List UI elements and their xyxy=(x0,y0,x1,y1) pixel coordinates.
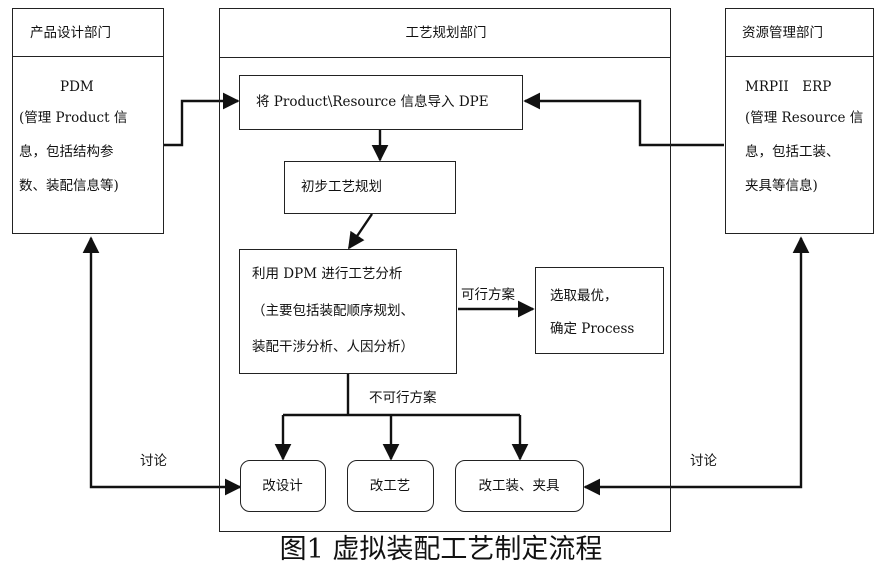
node-import-label: 将 Product\Resource 信息导入 DPE xyxy=(256,94,489,110)
left-panel-body: PDM (管理 Product 信 息，包括结构参 数、装配信息等) xyxy=(12,56,164,234)
arrow-discuss-left xyxy=(82,236,242,496)
left-panel-header: 产品设计部门 xyxy=(12,8,164,57)
center-panel-body xyxy=(219,57,671,532)
label-feasible: 可行方案 xyxy=(461,287,515,303)
arrow-discuss-right xyxy=(583,236,810,496)
pdm-desc-line1: (管理 Product 信 xyxy=(19,110,128,126)
node-analysis-line2: （主要包括装配顺序规划、 xyxy=(252,303,414,319)
node-change-tooling: 改工装、夹具 xyxy=(455,460,584,512)
node-import: 将 Product\Resource 信息导入 DPE xyxy=(239,75,523,130)
node-analysis: 利用 DPM 进行工艺分析 （主要包括装配顺序规划、 装配干涉分析、人因分析） xyxy=(239,249,457,374)
pdm-desc-line2: 息，包括结构参 xyxy=(19,144,114,160)
pdm-desc-line3: 数、装配信息等) xyxy=(19,178,119,194)
erp-desc-line3: 夹具等信息) xyxy=(745,178,818,194)
node-optimal-line1: 选取最优， xyxy=(550,288,618,304)
center-panel-header: 工艺规划部门 xyxy=(219,8,671,58)
figure-caption: 图1 虚拟装配工艺制定流程 xyxy=(279,534,603,565)
node-change-design-label: 改设计 xyxy=(262,478,303,494)
arrow-erp-to-import xyxy=(523,92,724,147)
node-analysis-line1: 利用 DPM 进行工艺分析 xyxy=(252,266,403,282)
node-optimal: 选取最优， 确定 Process xyxy=(535,267,664,354)
node-change-process: 改工艺 xyxy=(347,460,434,512)
right-panel-header: 资源管理部门 xyxy=(725,8,874,57)
label-infeasible: 不可行方案 xyxy=(369,390,437,406)
node-change-design: 改设计 xyxy=(240,460,326,512)
node-initial-planning: 初步工艺规划 xyxy=(284,161,456,214)
node-change-tooling-label: 改工装、夹具 xyxy=(478,478,560,494)
right-panel-title: 资源管理部门 xyxy=(742,25,823,41)
pdm-label: PDM xyxy=(60,79,94,95)
node-initial-label: 初步工艺规划 xyxy=(301,179,382,195)
node-change-process-label: 改工艺 xyxy=(369,478,411,494)
erp-label: MRPII ERP xyxy=(745,79,832,95)
arrow-initial-to-analysis xyxy=(348,213,373,250)
label-discuss-right: 讨论 xyxy=(690,453,717,469)
erp-desc-line2: 息，包括工装、 xyxy=(745,144,840,160)
node-analysis-line3: 装配干涉分析、人因分析） xyxy=(252,339,414,355)
erp-desc-line1: (管理 Resource 信 xyxy=(745,110,864,126)
left-panel-title: 产品设计部门 xyxy=(30,25,111,41)
arrow-pdm-to-import xyxy=(163,92,240,147)
right-panel-body: MRPII ERP (管理 Resource 信 息，包括工装、 夹具等信息) xyxy=(725,56,874,234)
node-optimal-line2: 确定 Process xyxy=(550,321,635,337)
center-panel-title: 工艺规划部门 xyxy=(405,25,487,41)
label-discuss-left: 讨论 xyxy=(140,453,167,469)
